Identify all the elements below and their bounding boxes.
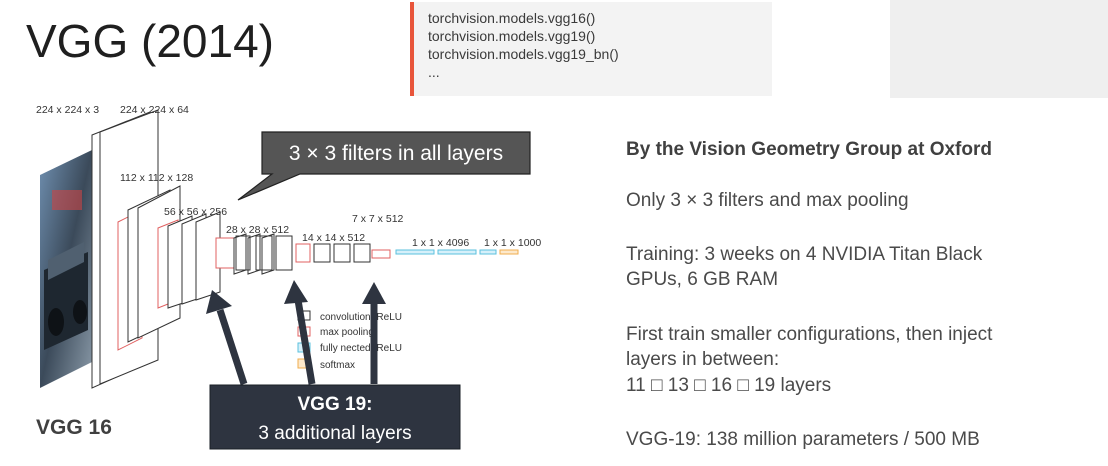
- legend-conv-label: convolution+ReLU: [320, 312, 402, 323]
- legend-fc-label: fully nected+ReLU: [320, 343, 402, 354]
- dim-label-conv5: 14 x 14 x 512: [302, 232, 365, 244]
- bullet-inject-line1: First train smaller configurations, then…: [626, 324, 993, 345]
- legend-softmax-label: softmax: [320, 360, 355, 371]
- bullet-heading: By the Vision Geometry Group at Oxford: [626, 139, 992, 160]
- vgg19-box: VGG 19: 3 additional layers: [209, 384, 461, 450]
- code-line-vgg16: torchvision.models.vgg16(): [428, 10, 596, 26]
- conv-block-5: [295, 243, 371, 263]
- input-image: [40, 150, 92, 388]
- arrow-head-3-icon: [362, 282, 386, 304]
- vgg19-title: VGG 19:: [298, 394, 373, 415]
- legend-pool-label: max pooling: [320, 327, 374, 338]
- code-line-ellipsis: ...: [428, 64, 440, 80]
- callout-text: 3 × 3 filters in all layers: [289, 142, 503, 165]
- code-line-vgg19-bn: torchvision.models.vgg19_bn(): [428, 46, 619, 62]
- arrows: [206, 280, 386, 386]
- dim-label-conv2: 112 x 112 x 128: [120, 172, 193, 184]
- code-line-vgg19: torchvision.models.vgg19(): [428, 28, 596, 44]
- bullet-training-line1: Training: 3 weeks on 4 NVIDIA Titan Blac…: [626, 244, 983, 265]
- conv-block-4: [215, 233, 293, 275]
- vgg16-label: VGG 16: [36, 416, 112, 439]
- legend: convolution+ReLU max pooling fully necte…: [297, 310, 402, 371]
- dim-label-pool5: 7 x 7 x 512: [352, 213, 404, 225]
- placeholder-box: [890, 0, 1108, 98]
- vgg19-subtitle: 3 additional layers: [258, 423, 411, 444]
- arrow-head-2-icon: [284, 280, 308, 304]
- dim-label-conv1: 224 x 224 x 64: [120, 104, 189, 116]
- dim-label-conv4: 28 x 28 x 512: [226, 224, 289, 236]
- dim-label-fc: 1 x 1 x 4096: [412, 237, 469, 249]
- slide-title: VGG (2014): [26, 15, 274, 67]
- dim-label-input: 224 x 224 x 3: [36, 104, 99, 116]
- bullet-filters: Only 3 × 3 filters and max pooling: [626, 190, 909, 211]
- pool-5: [371, 249, 391, 259]
- dim-label-conv3: 56 x 56 x 256: [164, 206, 227, 218]
- code-block: torchvision.models.vgg16() torchvision.m…: [410, 2, 772, 96]
- vgg-architecture-diagram: 224 x 224 x 3 224 x 224 x 64 112 x 112 x…: [36, 104, 541, 450]
- conv-block-3: [157, 211, 221, 309]
- dim-label-softmax: 1 x 1 x 1000: [484, 237, 541, 249]
- bullet-inject-line3: 11 □ 13 □ 16 □ 19 layers: [626, 375, 832, 396]
- bullet-params: VGG-19: 138 million parameters / 500 MB: [626, 429, 980, 450]
- bullet-inject-line2: layers in between:: [626, 349, 780, 370]
- bullet-training-line2: GPUs, 6 GB RAM: [626, 269, 779, 290]
- arrow-head-1-icon: [206, 290, 232, 314]
- filter-callout: 3 × 3 filters in all layers: [237, 131, 531, 201]
- fully-connected-layers: [395, 249, 519, 255]
